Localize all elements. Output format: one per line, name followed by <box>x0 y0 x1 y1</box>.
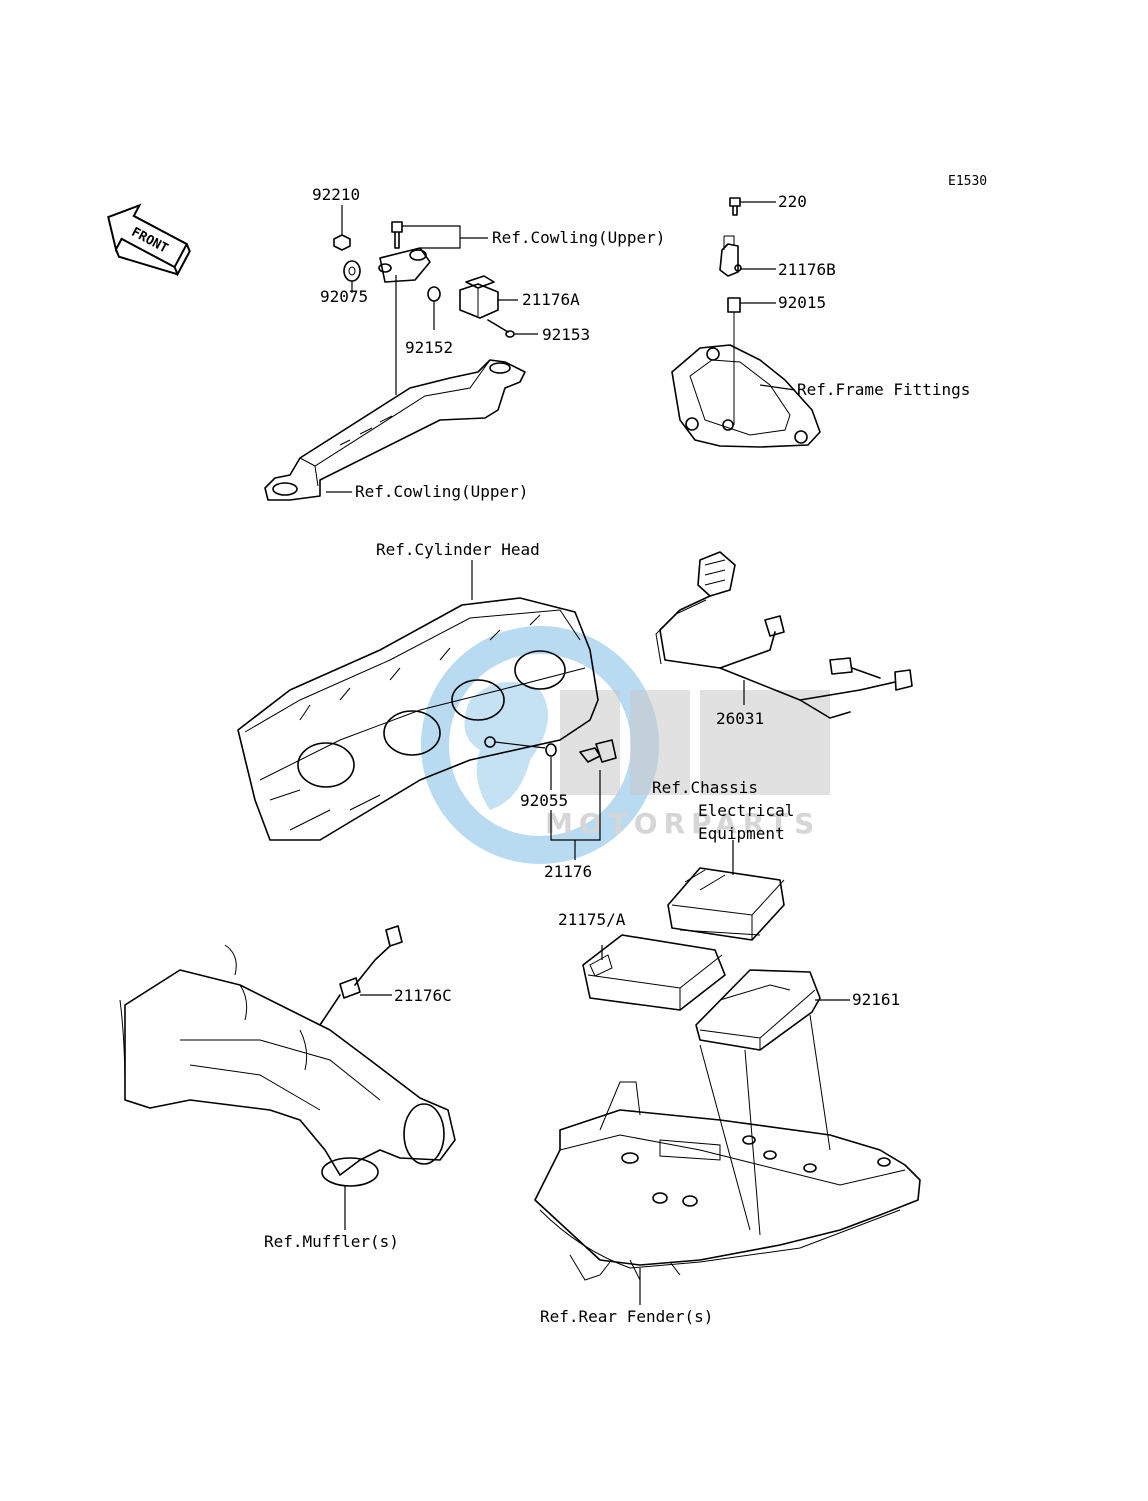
rear-fender <box>534 1081 921 1305</box>
sensor-21176-assembly <box>494 739 617 860</box>
cylinder-head <box>237 560 599 841</box>
ref-cowling-upper-1: Ref.Cowling(Upper) <box>492 228 665 247</box>
frame-fittings-assembly <box>671 197 821 448</box>
ref-chassis-line2: Electrical <box>698 801 794 820</box>
callout-21175A: 21175/A <box>558 910 626 929</box>
watermark: MOTORPARTS <box>421 626 830 864</box>
muffler-assembly <box>119 925 456 1230</box>
callout-92161: 92161 <box>852 990 900 1009</box>
callout-92152: 92152 <box>405 338 453 357</box>
callout-26031: 26031 <box>716 709 764 728</box>
ref-mufflers: Ref.Muffler(s) <box>264 1232 399 1251</box>
ref-cylinder-head: Ref.Cylinder Head <box>376 540 540 559</box>
callout-21176: 21176 <box>544 862 592 881</box>
callout-92015: 92015 <box>778 293 826 312</box>
callout-92153: 92153 <box>542 325 590 344</box>
watermark-sub: MOTORPARTS <box>545 807 820 840</box>
ref-frame-fittings: Ref.Frame Fittings <box>797 380 970 399</box>
upper-bracket-assembly <box>264 205 538 501</box>
callout-21176B: 21176B <box>778 260 836 279</box>
ecu-cluster <box>582 840 850 1236</box>
front-arrow: FRONT <box>107 203 191 277</box>
ref-chassis-line3: Equipment <box>698 824 785 843</box>
callout-92075: 92075 <box>320 287 368 306</box>
callout-21176C: 21176C <box>394 986 452 1005</box>
wiring-harness <box>655 551 913 719</box>
ref-chassis-line1: Ref.Chassis <box>652 778 758 797</box>
callout-92210: 92210 <box>312 185 360 204</box>
ref-rear-fenders: Ref.Rear Fender(s) <box>540 1307 713 1326</box>
front-arrow-icon <box>107 203 189 269</box>
ref-cowling-upper-2: Ref.Cowling(Upper) <box>355 482 528 501</box>
watermark-continent <box>464 682 548 810</box>
diagram-code: E1530 <box>948 174 987 189</box>
callout-92055: 92055 <box>520 791 568 810</box>
callout-220: 220 <box>778 192 807 211</box>
callout-21176A: 21176A <box>522 290 580 309</box>
